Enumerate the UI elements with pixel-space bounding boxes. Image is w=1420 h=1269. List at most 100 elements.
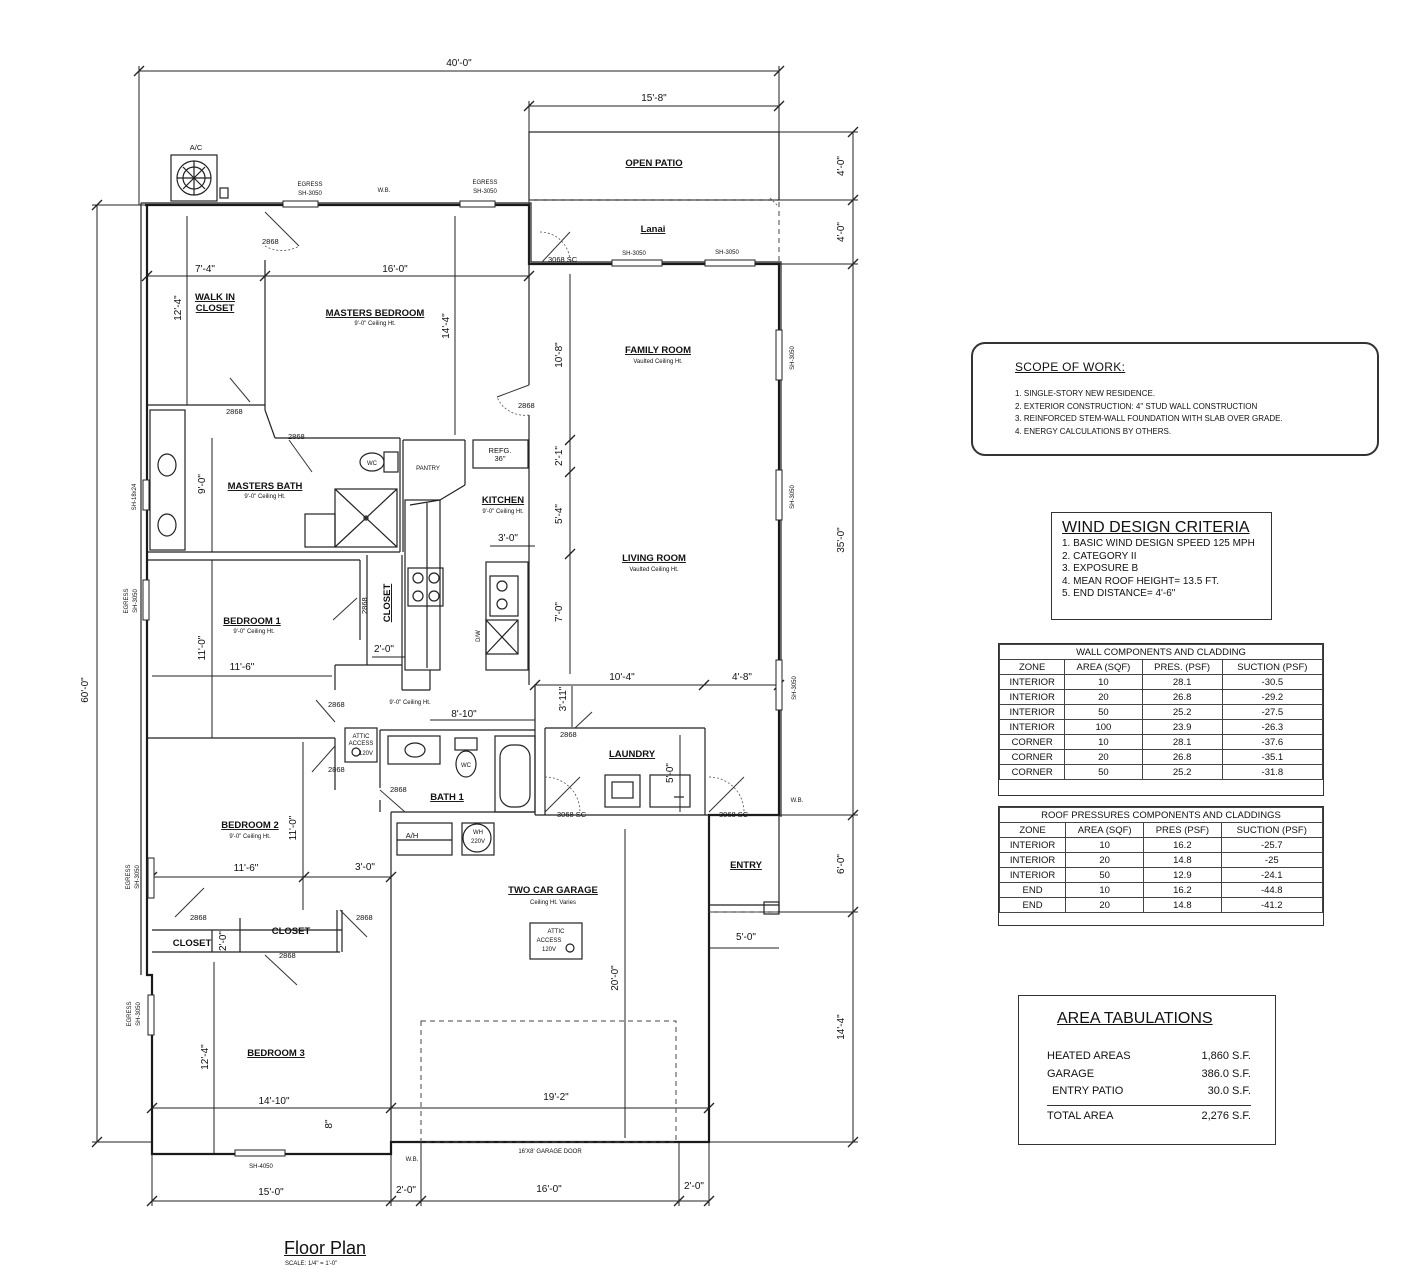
area-value: 30.0 S.F. — [1207, 1085, 1251, 1097]
hall-attic-3: 120V — [359, 751, 373, 757]
wb-label-right: W.B. — [791, 798, 804, 804]
wind-title: WIND DESIGN CRITERIA — [1062, 519, 1250, 536]
window-tag: SH-3050 — [790, 485, 796, 509]
table-cell: -30.5 — [1221, 674, 1324, 690]
dim-text: 3'-0" — [498, 533, 518, 544]
scope-of-work-box: SCOPE OF WORK: 1. SINGLE-STORY NEW RESID… — [971, 342, 1379, 456]
wind-item: 2. CATEGORY II — [1062, 550, 1137, 562]
door-tag: 2868 — [328, 700, 345, 709]
closet-label-left: CLOSET — [173, 938, 212, 949]
hall-attic-2: ACCESS — [349, 741, 374, 747]
table-cell: 28.1 — [1141, 734, 1223, 750]
area-total-label: TOTAL AREA — [1047, 1109, 1114, 1122]
table-cell: 26.8 — [1141, 749, 1223, 765]
table-cell: -41.2 — [1220, 897, 1324, 913]
wind-item: 5. END DISTANCE= 4'-6" — [1062, 588, 1176, 599]
table-cell: 16.2 — [1143, 882, 1222, 898]
table-header: AREA (SQF) — [1064, 659, 1143, 675]
dim-text: 6'-0" — [836, 854, 847, 874]
refrigerator-size: 36" — [494, 454, 505, 463]
table-cell: 50 — [1064, 704, 1143, 720]
dim-text: 2'-0" — [396, 1185, 416, 1196]
dimension-labels: 40'-0" 15'-8" 4'-0" 4'-0" 35'-0" 6'-0" 1… — [80, 58, 847, 1198]
dim-text: 8" — [324, 1119, 335, 1129]
table-cell: INTERIOR — [998, 704, 1066, 720]
wind-item: 1. BASIC WIND DESIGN SPEED 125 MPH — [1062, 538, 1255, 549]
window-tag: SH-4050 — [249, 1164, 273, 1170]
dim-text: 12'-4" — [173, 295, 184, 321]
table-cell: 10 — [1064, 674, 1143, 690]
open-patio-label: OPEN PATIO — [625, 158, 682, 169]
window-tag: SH-3050 — [473, 189, 497, 195]
door-tag: 2868 — [328, 765, 345, 774]
dishwasher-label: D/W — [476, 630, 482, 642]
masters-bath-ceiling: 9'-0" Ceiling Ht. — [244, 494, 286, 500]
door-tag: 2868 — [518, 401, 535, 410]
dim-text: 14'-10" — [258, 1096, 289, 1107]
kitchen-label: KITCHEN — [482, 495, 524, 506]
hall-ceiling: 9'-0" Ceiling Ht. — [389, 700, 431, 706]
garage-label: TWO CAR GARAGE — [508, 885, 598, 896]
table-cell: INTERIOR — [998, 852, 1067, 868]
table-cell: INTERIOR — [998, 837, 1067, 853]
bedroom-2-ceiling: 9'-0" Ceiling Ht. — [229, 834, 271, 840]
area-row: HEATED AREAS 1,860 S.F. — [1047, 1048, 1251, 1066]
dim-text: 16'-0" — [536, 1184, 562, 1195]
floor-plan-scale: SCALE: 1/4" = 1'-0" — [285, 1261, 338, 1267]
table-cell: 14.8 — [1143, 897, 1222, 913]
dim-text: 14'-4" — [441, 313, 452, 339]
window-tag: SH-3050 — [133, 589, 139, 613]
window-tag: SH-3050 — [792, 676, 798, 700]
floor-plan-title: Floor Plan — [284, 1238, 367, 1258]
wind-item: 3. EXPOSURE B — [1062, 563, 1139, 574]
window-tag: SH-3050 — [715, 250, 739, 256]
table-cell: -25.7 — [1220, 837, 1324, 853]
window-tag: SH-3050 — [622, 251, 646, 257]
living-room-label: LIVING ROOM — [622, 553, 686, 564]
walk-in-label-2: CLOSET — [196, 303, 235, 314]
table-cell: 20 — [1065, 897, 1145, 913]
scope-item: 3. REINFORCED STEM-WALL FOUNDATION WITH … — [1015, 414, 1283, 423]
masters-bedroom-label: MASTERS BEDROOM — [326, 308, 425, 319]
dim-text: 2'-0" — [684, 1181, 704, 1192]
garage-door-label: 16'X8' GARAGE DOOR — [518, 1149, 582, 1155]
entry-label: ENTRY — [730, 860, 763, 871]
table-cell: END — [998, 897, 1067, 913]
dim-text: 9'-0" — [197, 474, 208, 494]
door-tag: 2868 — [560, 730, 577, 739]
dim-text: 2'-0" — [374, 644, 394, 655]
bath-1-label: BATH 1 — [430, 792, 464, 803]
door-tag: 2868 — [279, 951, 296, 960]
table-cell: -25 — [1220, 852, 1324, 868]
bath-wc-label: WC — [461, 763, 472, 769]
table-cell: 50 — [1064, 764, 1143, 780]
dimension-lines — [91, 65, 859, 1207]
garage-attic-2: ACCESS — [537, 938, 562, 944]
area-title: AREA TABULATIONS — [1057, 1010, 1213, 1027]
window-tag: SH-3050 — [136, 1002, 142, 1026]
roof-pressures-table-box: ROOF PRESSURES COMPONENTS AND CLADDINGS … — [998, 806, 1324, 926]
dim-text: 10'-4" — [609, 672, 635, 683]
dim-text: 15'-8" — [641, 93, 667, 104]
hall-attic-1: ATTIC — [353, 734, 371, 740]
dim-text: 5'-4" — [554, 504, 565, 524]
window-egress-label: EGRESS — [124, 588, 130, 613]
table-cell: CORNER — [998, 749, 1066, 765]
table-cell: 25.2 — [1141, 764, 1223, 780]
table-cell: 20 — [1064, 749, 1143, 765]
wall-components-table-box: WALL COMPONENTS AND CLADDING ZONE AREA (… — [998, 643, 1324, 796]
table-cell: -29.2 — [1221, 689, 1324, 705]
area-row: GARAGE 386.0 S.F. — [1047, 1066, 1251, 1084]
area-tabulations-box: AREA TABULATIONS HEATED AREAS 1,860 S.F.… — [1018, 995, 1276, 1145]
scope-title: SCOPE OF WORK: — [1015, 360, 1126, 374]
masters-bedroom-ceiling: 9'-0" Ceiling Ht. — [354, 321, 396, 327]
table-cell: CORNER — [998, 734, 1066, 750]
table-cell: 10 — [1065, 882, 1145, 898]
table-cell: -35.1 — [1221, 749, 1324, 765]
dim-text: 14'-4" — [836, 1014, 847, 1040]
